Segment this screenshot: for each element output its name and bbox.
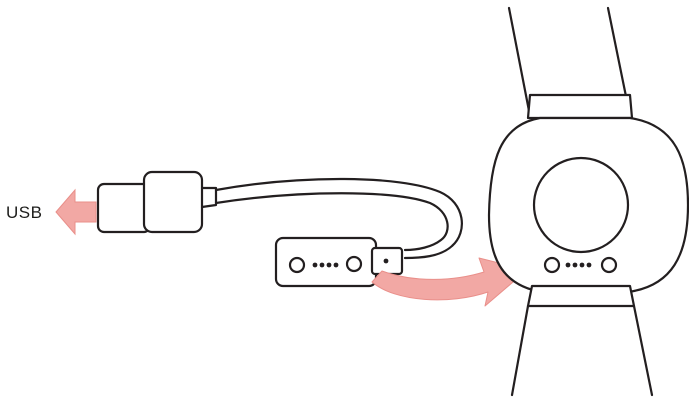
usb-direction-arrow-icon	[55, 188, 97, 236]
usb-label: USB	[6, 203, 43, 222]
charging-clip	[274, 236, 404, 288]
watch-lower-strap	[510, 284, 654, 397]
watch-upper-strap	[507, 6, 634, 120]
charging-cable	[214, 177, 463, 260]
usb-connector	[96, 170, 218, 234]
watch-body	[487, 116, 689, 294]
